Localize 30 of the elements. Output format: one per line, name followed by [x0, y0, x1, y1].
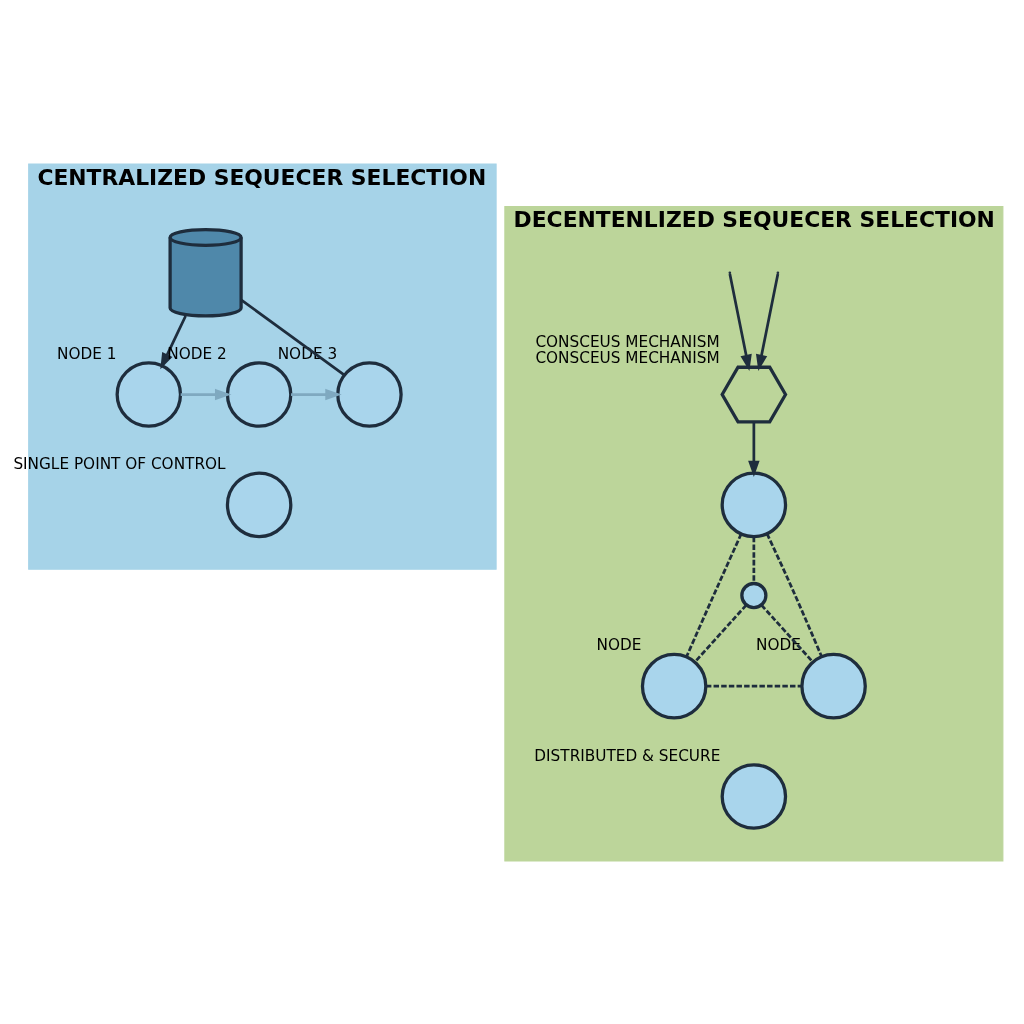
- node-circle: [739, 581, 767, 609]
- arrow: [747, 421, 760, 477]
- node-label: NODE: [755, 635, 801, 654]
- arrow: [755, 273, 779, 371]
- arrow: [180, 388, 231, 400]
- node-label: NODE 1: [56, 344, 117, 363]
- connector: [684, 532, 742, 657]
- node-circle: [335, 360, 403, 428]
- node-circle: [799, 652, 867, 719]
- node-circle: [225, 360, 292, 428]
- connector: [705, 684, 802, 687]
- node-label: SINGLE POINT OF CONTROL: [12, 454, 226, 473]
- node-circle: [225, 471, 292, 538]
- arrow: [728, 273, 752, 371]
- arrow: [290, 388, 342, 400]
- connector: [765, 532, 823, 657]
- node-circle: [115, 360, 182, 428]
- node-label: DISTRIBUTED & SECURE: [533, 746, 720, 765]
- arrow: [159, 314, 187, 369]
- node-label: CONSCEUS MECHANISM: [534, 332, 720, 351]
- node-label: NODE: [596, 635, 641, 654]
- connector: [239, 298, 345, 376]
- node-circle: [720, 762, 787, 830]
- node-circle: [640, 652, 707, 719]
- connector: [693, 603, 747, 663]
- node-circle: [720, 471, 787, 538]
- node-picture: [719, 365, 787, 423]
- connector: [752, 536, 755, 583]
- node-label: CONSCEUS MECHANISM: [534, 348, 720, 367]
- connector: [760, 603, 814, 663]
